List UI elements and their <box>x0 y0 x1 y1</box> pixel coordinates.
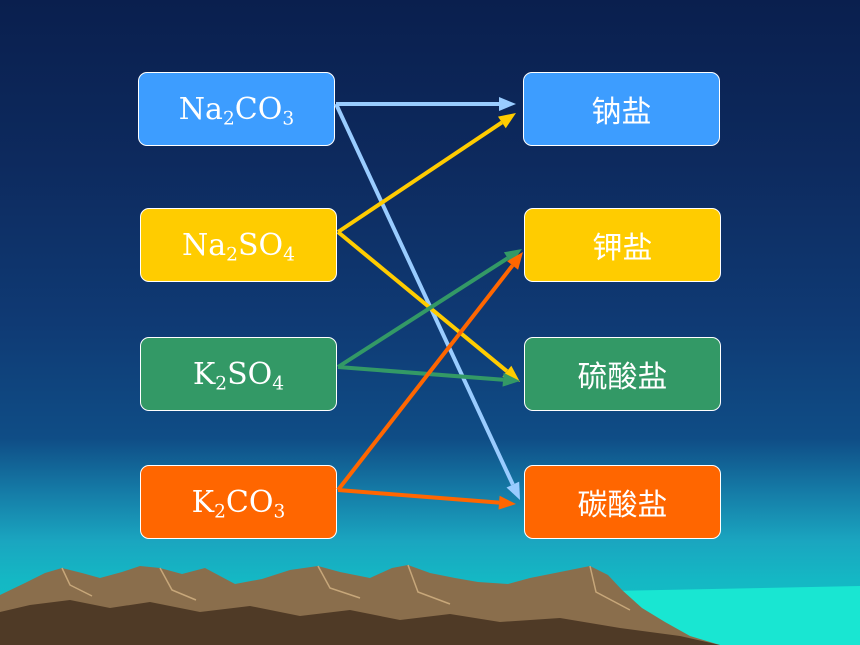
arrow-na2so4-to-sodium <box>336 113 516 234</box>
mountain-shadow <box>0 600 720 645</box>
arrow-head <box>503 249 522 265</box>
ridge-highlights <box>61 567 93 597</box>
category-box-sodium: 钠盐 <box>523 72 720 146</box>
arrow-head <box>502 372 520 387</box>
ridge-highlight <box>317 565 361 599</box>
ridge-highlight <box>159 567 197 601</box>
compound-box-k2co3: K2CO3 <box>140 465 337 539</box>
arrow-k2co3-to-carbonate <box>337 488 516 510</box>
category-box-potassium: 钾盐 <box>524 208 721 282</box>
arrow-na2co3-to-sodium <box>336 97 516 111</box>
arrow-head <box>506 481 520 500</box>
arrow-head <box>502 365 520 382</box>
arrow-head <box>499 97 516 111</box>
category-label: 碳酸盐 <box>577 488 668 523</box>
category-box-carbonate: 碳酸盐 <box>524 465 721 539</box>
category-box-sulfate: 硫酸盐 <box>524 337 721 411</box>
arrow-k2so4-to-potassium <box>336 249 522 369</box>
category-label: 钾盐 <box>592 231 653 266</box>
arrow-line <box>336 264 515 492</box>
compound-formula: Na2SO4 <box>182 227 295 266</box>
ridge-highlight <box>589 565 631 611</box>
compound-box-k2so4: K2SO4 <box>140 337 337 411</box>
arrow-line <box>337 365 504 382</box>
compound-box-na2co3: Na2CO3 <box>138 72 335 146</box>
arrow-line <box>336 230 509 373</box>
compound-formula: Na2CO3 <box>178 91 295 130</box>
arrow-k2so4-to-sulfate <box>337 365 520 387</box>
arrow-line <box>337 488 500 505</box>
arrow-k2co3-to-potassium <box>336 252 523 492</box>
arrow-head <box>498 495 516 510</box>
arrow-head <box>497 113 516 129</box>
arrow-na2so4-to-sulfate <box>336 230 520 382</box>
compound-formula: K2CO3 <box>191 484 286 523</box>
arrow-line <box>336 120 503 234</box>
arrow-line <box>334 103 515 486</box>
ridge-highlight <box>407 564 451 605</box>
category-label: 钠盐 <box>591 95 652 130</box>
arrow-line <box>336 256 509 369</box>
arrow-na2co3-to-carbonate <box>334 103 520 500</box>
arrow-head <box>507 252 523 270</box>
compound-box-na2so4: Na2SO4 <box>140 208 337 282</box>
compound-formula: K2SO4 <box>192 356 285 395</box>
category-label: 硫酸盐 <box>577 360 668 395</box>
